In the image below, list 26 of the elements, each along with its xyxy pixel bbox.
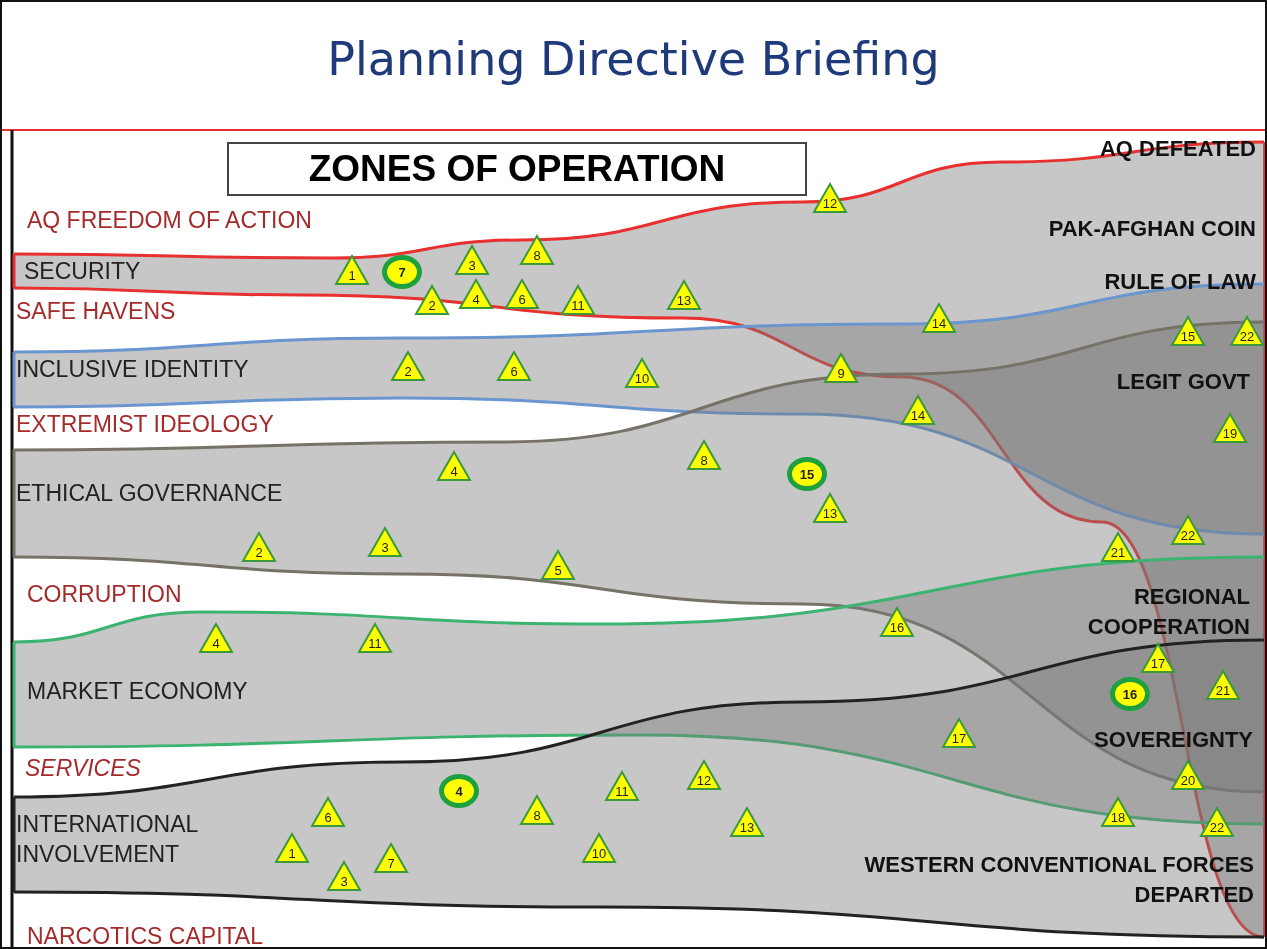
zone-label: NARCOTICS CAPITAL bbox=[27, 922, 263, 947]
zone-label: CORRUPTION bbox=[27, 580, 182, 610]
triangle-marker: 20 bbox=[1170, 759, 1206, 791]
zone-label: EXTREMIST IDEOLOGY bbox=[16, 410, 274, 440]
triangle-marker: 18 bbox=[1100, 796, 1136, 828]
band-label: INTERNATIONAL INVOLVEMENT bbox=[16, 810, 199, 869]
page-title: Planning Directive Briefing bbox=[326, 32, 941, 86]
band-label: INCLUSIVE IDENTITY bbox=[16, 355, 249, 385]
triangle-marker: 17 bbox=[1140, 642, 1176, 674]
zone-label: PAK-AFGHAN COIN bbox=[1048, 215, 1256, 244]
zone-label: SAFE HAVENS bbox=[16, 297, 176, 327]
circle-marker: 16 bbox=[1110, 677, 1150, 711]
zone-label: LEGIT GOVT bbox=[1116, 368, 1250, 397]
zone-label: SERVICES bbox=[25, 754, 141, 784]
zone-label: SOVEREIGNTY bbox=[1094, 726, 1253, 755]
triangle-marker: 21 bbox=[1205, 669, 1241, 701]
band-label: SECURITY bbox=[24, 257, 141, 287]
band-label: ETHICAL GOVERNANCE bbox=[16, 479, 283, 509]
triangle-marker: 17 bbox=[941, 717, 977, 749]
band-label: MARKET ECONOMY bbox=[27, 677, 248, 707]
triangle-marker: 12 bbox=[812, 182, 848, 214]
zone-label: AQ FREEDOM OF ACTION bbox=[27, 206, 312, 236]
zone-label: REGIONAL COOPERATION bbox=[1086, 583, 1250, 641]
heading-box: ZONES OF OPERATION bbox=[227, 142, 807, 196]
zone-band bbox=[11, 319, 1265, 795]
zone-label: RULE OF LAW bbox=[1104, 268, 1256, 297]
